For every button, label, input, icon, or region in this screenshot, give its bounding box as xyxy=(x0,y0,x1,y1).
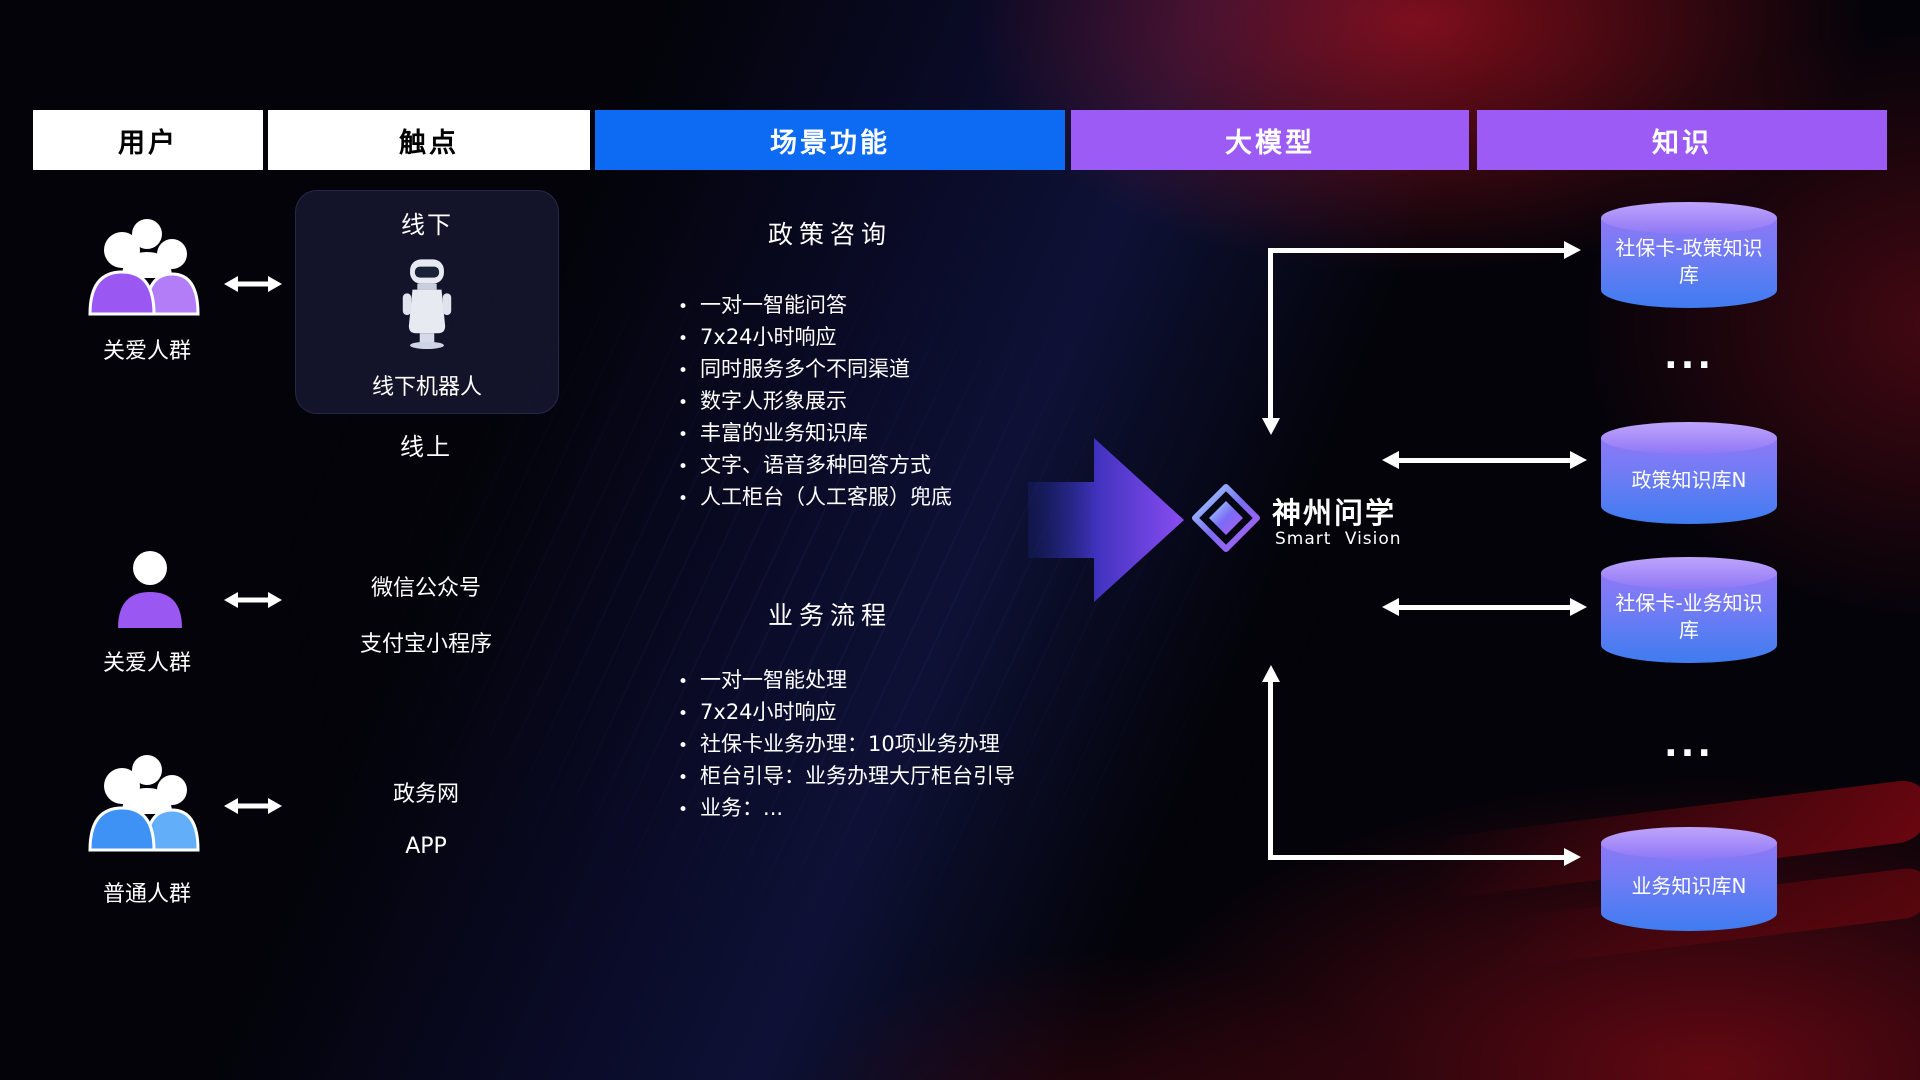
database-cylinder-top xyxy=(1601,557,1777,589)
care-person-icon xyxy=(112,548,188,636)
database-policy-kb-n: 政策知识库N xyxy=(1601,422,1777,524)
business-feature-list: 一对一智能处理 7x24小时响应 社保卡业务办理：10项业务办理 柜台引导：业务… xyxy=(678,664,1015,824)
column-header-knowledge: 知识 xyxy=(1477,110,1887,170)
arrowhead-up-icon xyxy=(1262,665,1280,682)
robot-icon xyxy=(400,257,454,353)
feature-item: 同时服务多个不同渠道 xyxy=(678,353,952,385)
database-label: 社保卡-业务知识库 xyxy=(1615,591,1763,642)
database-label: 社保卡-政策知识库 xyxy=(1615,236,1763,287)
column-header-users: 用户 xyxy=(33,110,263,170)
feature-item: 一对一智能处理 xyxy=(678,664,1015,696)
database-cylinder-top xyxy=(1601,422,1777,454)
feature-item: 人工柜台（人工客服）兜底 xyxy=(678,481,952,513)
connector-business-kb xyxy=(1398,605,1570,610)
arrowhead-right-icon xyxy=(1564,241,1581,259)
user-label-general-group: 普通人群 xyxy=(102,882,191,907)
model-subtitle: Smart Vision xyxy=(1275,529,1402,549)
database-social-policy-kb: 社保卡-政策知识库 xyxy=(1601,202,1777,308)
feature-item: 一对一智能问答 xyxy=(678,289,952,321)
channel-app: APP xyxy=(405,834,447,859)
database-label: 政策知识库N xyxy=(1631,467,1747,492)
database-label: 业务知识库N xyxy=(1631,873,1747,898)
channel-gov-web: 政务网 xyxy=(392,782,459,807)
scenario-title-business: 业务流程 xyxy=(767,601,892,630)
database-social-business-kb: 社保卡-业务知识库 xyxy=(1601,557,1777,663)
connector-top-vertical xyxy=(1268,248,1273,418)
care-group-icon xyxy=(86,212,208,326)
connector-policy-n xyxy=(1398,458,1570,463)
connector-bottom-horizontal xyxy=(1268,855,1564,860)
database-business-kb-n: 业务知识库N xyxy=(1601,827,1777,931)
more-databases-indicator: ... xyxy=(1663,724,1715,765)
more-databases-indicator: ... xyxy=(1663,336,1715,377)
bidirectional-arrow-icon xyxy=(224,274,282,298)
column-header-model: 大模型 xyxy=(1071,110,1469,170)
feature-item: 文字、语音多种回答方式 xyxy=(678,449,952,481)
feature-item: 柜台引导：业务办理大厅柜台引导 xyxy=(678,760,1015,792)
flow-arrow-icon xyxy=(1028,426,1184,618)
feature-item: 业务：... xyxy=(678,792,1015,824)
arrowhead-right-icon xyxy=(1570,598,1587,616)
channel-alipay: 支付宝小程序 xyxy=(359,632,492,657)
arrowhead-right-icon xyxy=(1564,848,1581,866)
policy-feature-list: 一对一智能问答 7x24小时响应 同时服务多个不同渠道 数字人形象展示 丰富的业… xyxy=(678,289,952,513)
feature-item: 丰富的业务知识库 xyxy=(678,417,952,449)
model-name: 神州问学 xyxy=(1272,496,1397,530)
connector-bottom-vertical xyxy=(1268,682,1273,860)
arrowhead-right-icon xyxy=(1570,451,1587,469)
offline-touchpoint-card: 线下 线下机器人 xyxy=(295,190,559,414)
feature-item: 社保卡业务办理：10项业务办理 xyxy=(678,728,1015,760)
channel-wechat: 微信公众号 xyxy=(370,576,481,601)
general-group-icon xyxy=(86,748,208,862)
online-title: 线上 xyxy=(400,433,452,461)
user-label-care-group-1: 关爱人群 xyxy=(102,339,191,364)
user-label-care-group-2: 关爱人群 xyxy=(102,651,191,676)
smart-vision-logo-icon xyxy=(1192,484,1260,556)
bidirectional-arrow-icon xyxy=(224,590,282,614)
bidirectional-arrow-icon xyxy=(224,796,282,820)
scenario-title-policy: 政策咨询 xyxy=(767,220,892,249)
arrowhead-down-icon xyxy=(1262,418,1280,435)
column-header-scenarios: 场景功能 xyxy=(595,110,1065,170)
arrowhead-left-icon xyxy=(1382,451,1399,469)
feature-item: 数字人形象展示 xyxy=(678,385,952,417)
offline-robot-label: 线下机器人 xyxy=(371,375,482,400)
database-cylinder-top xyxy=(1601,202,1777,234)
arrowhead-left-icon xyxy=(1382,598,1399,616)
offline-title: 线下 xyxy=(401,211,453,239)
feature-item: 7x24小时响应 xyxy=(678,321,952,353)
column-header-touchpoints: 触点 xyxy=(268,110,590,170)
connector-top-horizontal xyxy=(1268,248,1564,253)
feature-item: 7x24小时响应 xyxy=(678,696,1015,728)
